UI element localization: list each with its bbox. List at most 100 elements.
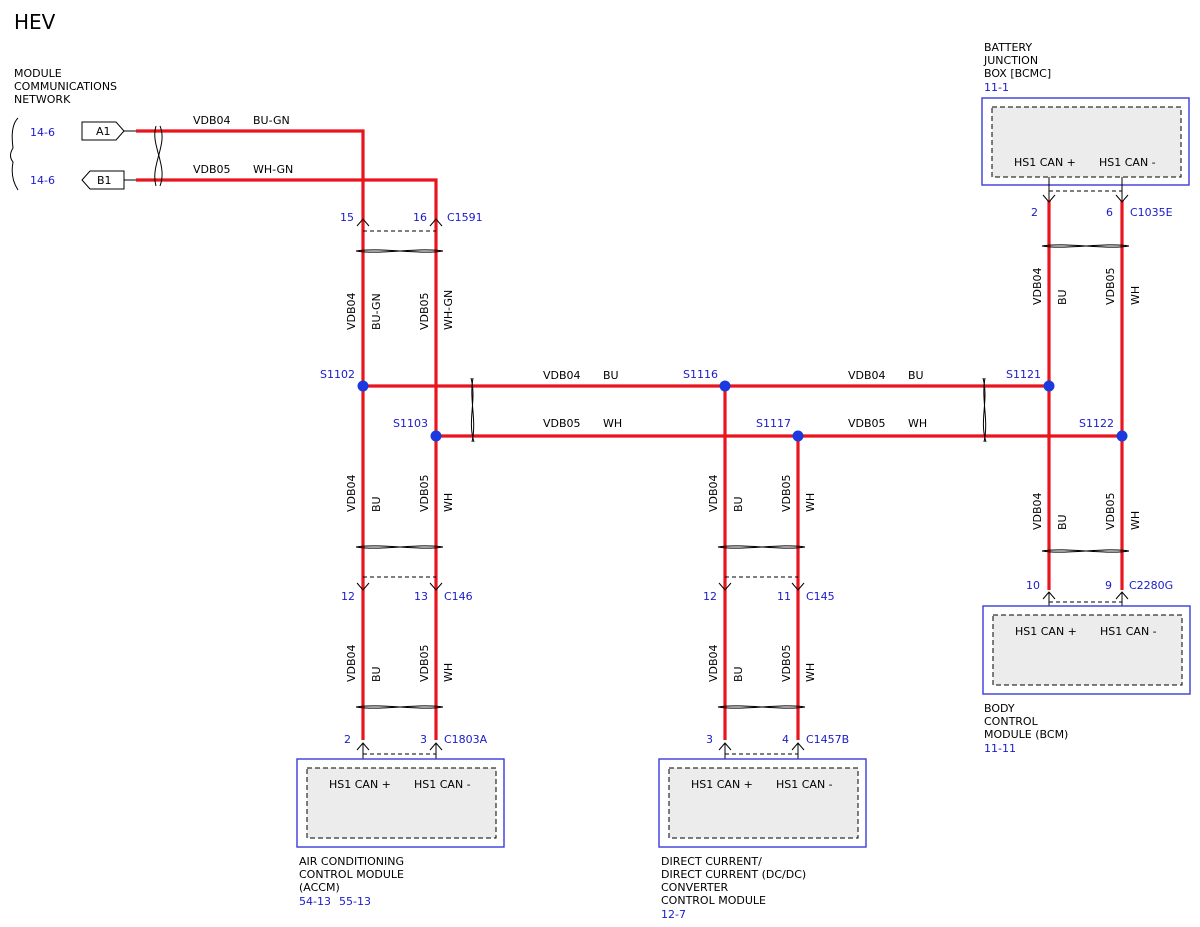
wire-vdb05-top[interactable] xyxy=(136,178,438,436)
pin-number: 2 xyxy=(344,733,351,746)
module-inner-box xyxy=(306,767,497,839)
twisted-pair-icon xyxy=(1041,244,1130,248)
network-name-line-3: NETWORK xyxy=(14,93,71,106)
wire-color-label: BU xyxy=(1056,514,1069,530)
twisted-pair-icon xyxy=(1041,549,1130,553)
module-name-line: BODY xyxy=(984,702,1015,715)
wire-color-label: BU-GN xyxy=(370,293,383,330)
connector-tag-b1-icon xyxy=(81,170,125,190)
page-title: HEV xyxy=(14,10,56,34)
wire-label: VDB04 xyxy=(707,474,720,512)
wire-color-label: BU xyxy=(732,666,745,682)
wire-label: VDB05 xyxy=(1104,492,1117,530)
wire-label: VDB04 xyxy=(345,644,358,682)
module-ref-link[interactable]: 55-13 xyxy=(339,895,371,908)
module-name-line: CONTROL xyxy=(984,715,1039,728)
pin-number: 4 xyxy=(782,733,789,746)
pin-number: 2 xyxy=(1031,206,1038,219)
connector-name[interactable]: C2280G xyxy=(1129,579,1173,592)
splice-dot-icon[interactable] xyxy=(792,430,804,442)
splice-label-s1122[interactable]: S1122 xyxy=(1079,417,1114,430)
wire-label: VDB04 xyxy=(1031,267,1044,305)
module-name-line: DIRECT CURRENT/ xyxy=(661,855,762,868)
module-name-line: BATTERY xyxy=(984,41,1032,54)
connector-c1457b[interactable]: 3 4 C1457B xyxy=(706,733,849,768)
splice-label-s1117[interactable]: S1117 xyxy=(756,417,791,430)
module-pin-label: HS1 CAN - xyxy=(776,778,833,791)
connector-c146[interactable]: 12 13 C146 xyxy=(341,576,473,603)
wire-color-label: WH xyxy=(804,493,817,512)
twisted-pair-icon xyxy=(355,705,444,709)
wire-color-label: BU xyxy=(732,496,745,512)
wire-color-label: BU xyxy=(370,666,383,682)
splice-label-s1103[interactable]: S1103 xyxy=(393,417,428,430)
connector-arrow-icon xyxy=(791,582,805,591)
connector-c145[interactable]: 12 11 C145 xyxy=(703,576,835,603)
pin-number: 9 xyxy=(1105,579,1112,592)
module-name-line: BOX [BCMC] xyxy=(984,67,1051,80)
module-ref-link[interactable]: 12-7 xyxy=(661,908,686,921)
connector-c1035e[interactable]: 2 6 C1035E xyxy=(1031,177,1173,219)
connector-name[interactable]: C1803A xyxy=(444,733,488,746)
wire-color-label: WH xyxy=(1129,511,1142,530)
pin-number: 12 xyxy=(703,590,717,603)
connector-arrow-icon xyxy=(356,218,370,227)
module-bcmc[interactable]: BATTERY JUNCTION BOX [BCMC] 11-1 HS1 CAN… xyxy=(981,41,1190,186)
wire-color-label: BU xyxy=(370,496,383,512)
module-ref-link[interactable]: 11-1 xyxy=(984,81,1009,94)
connector-c2280g[interactable]: 10 9 C2280G xyxy=(1026,579,1173,614)
module-pin-label: HS1 CAN + xyxy=(1015,625,1077,638)
module-inner-box xyxy=(991,106,1182,178)
wire-label: VDB05 xyxy=(193,163,231,176)
module-bcm[interactable]: HS1 CAN + HS1 CAN - BODY CONTROL MODULE … xyxy=(982,605,1191,755)
splice-label-s1102[interactable]: S1102 xyxy=(320,368,355,381)
connector-name[interactable]: C1591 xyxy=(447,211,483,224)
splice-dot-icon[interactable] xyxy=(357,380,369,392)
wire-label: VDB04 xyxy=(345,474,358,512)
connector-name[interactable]: C146 xyxy=(444,590,473,603)
module-inner-box xyxy=(992,614,1183,686)
wire-label: VDB05 xyxy=(780,474,793,512)
connector-name[interactable]: C1457B xyxy=(806,733,849,746)
network-ref-a[interactable]: 14-6 xyxy=(30,126,55,139)
module-name-line: DIRECT CURRENT (DC/DC) xyxy=(661,868,806,881)
module-name-line: CONVERTER xyxy=(661,881,729,894)
network-label: MODULE COMMUNICATIONS NETWORK xyxy=(14,67,117,106)
twisted-pair-icon xyxy=(982,377,987,443)
connector-name[interactable]: C1035E xyxy=(1130,206,1173,219)
wire-label: VDB05 xyxy=(780,644,793,682)
module-ref-link[interactable]: 11-11 xyxy=(984,742,1016,755)
splice-dot-icon[interactable] xyxy=(1043,380,1055,392)
connector-c1591[interactable]: 15 16 C1591 xyxy=(340,211,483,232)
wire-label: VDB04 xyxy=(193,114,231,127)
wire-network xyxy=(136,129,1124,740)
connector-arrow-icon xyxy=(1042,194,1056,203)
connector-name[interactable]: C145 xyxy=(806,590,835,603)
splice-label-s1116[interactable]: S1116 xyxy=(683,368,718,381)
module-ref-link[interactable]: 54-13 xyxy=(299,895,331,908)
connector-c1803a[interactable]: 2 3 C1803A xyxy=(344,733,488,768)
module-inner-box xyxy=(668,767,859,839)
connector-a1-label: A1 xyxy=(96,125,111,138)
splice-dot-icon[interactable] xyxy=(1116,430,1128,442)
connector-a1[interactable]: A1 xyxy=(81,121,125,141)
splice-dot-icon[interactable] xyxy=(719,380,731,392)
wire-color-label: BU xyxy=(1056,289,1069,305)
connector-arrow-icon xyxy=(429,582,443,591)
module-pin-label: HS1 CAN + xyxy=(691,778,753,791)
twisted-pair-icon xyxy=(355,249,444,253)
splice-dot-icon[interactable] xyxy=(430,430,442,442)
connector-b1[interactable]: B1 xyxy=(81,170,125,190)
module-dcdc[interactable]: HS1 CAN + HS1 CAN - DIRECT CURRENT/ DIRE… xyxy=(658,758,867,921)
splice-label-s1121[interactable]: S1121 xyxy=(1006,368,1041,381)
wire-color-label: WH xyxy=(804,663,817,682)
module-name-line: MODULE (BCM) xyxy=(984,728,1068,741)
module-accm[interactable]: HS1 CAN + HS1 CAN - AIR CONDITIONING CON… xyxy=(296,758,505,908)
module-pin-label: HS1 CAN - xyxy=(1099,156,1156,169)
module-name-line: CONTROL MODULE xyxy=(299,868,404,881)
network-ref-b[interactable]: 14-6 xyxy=(30,174,55,187)
module-pin-label: HS1 CAN + xyxy=(1014,156,1076,169)
wire-color-label: WH-GN xyxy=(442,290,455,330)
wire-vdb04-top[interactable] xyxy=(136,129,365,386)
